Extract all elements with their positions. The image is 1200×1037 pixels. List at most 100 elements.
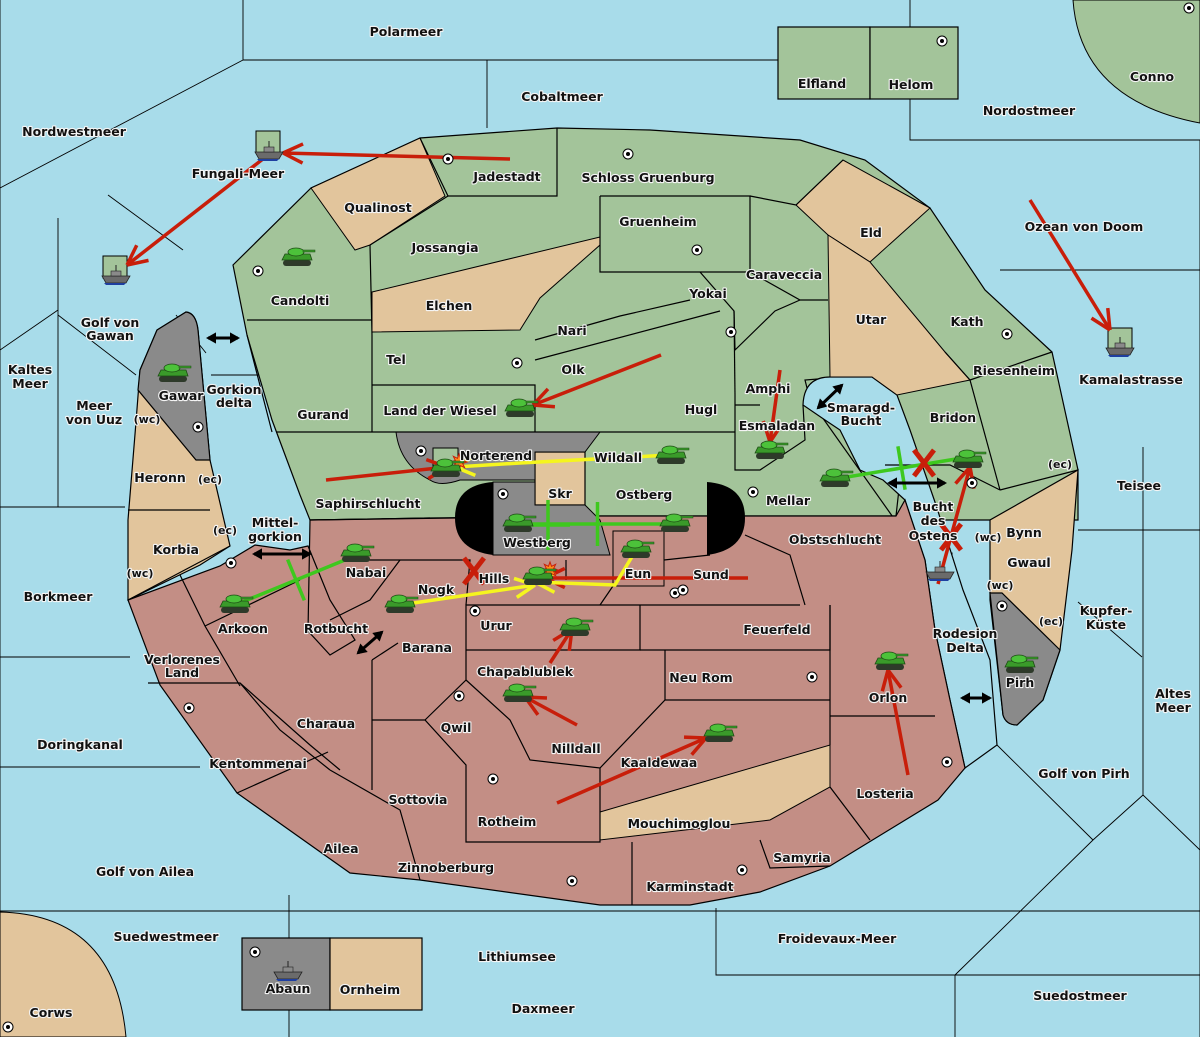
- ship-icon[interactable]: [925, 561, 955, 581]
- sea-label-gorkion-delta-1: Gorkion: [206, 382, 261, 397]
- sea-label-suedwestmeer: Suedwestmeer: [114, 929, 220, 944]
- move-order-arrow: [880, 668, 910, 776]
- convoy-support-line: [526, 500, 570, 550]
- supply-center-icon: [747, 486, 759, 498]
- supply-center-icon: [415, 445, 427, 457]
- sea-label-mittelgorkion-1: Mittel-: [252, 515, 299, 530]
- territory-label-esmaladan: Esmaladan: [739, 418, 815, 433]
- territory-label-gurand: Gurand: [297, 407, 349, 422]
- labels-layer: PolarmeerCobaltmeerNordwestmeerNordostme…: [7, 23, 1193, 1021]
- adjacency-double-arrow-icon: [887, 477, 947, 489]
- territory-label-hugl: Hugl: [685, 402, 718, 417]
- supply-center-icon: [936, 35, 948, 47]
- supply-center-icon: [622, 148, 634, 160]
- tank-icon[interactable]: [620, 539, 655, 558]
- territory-label-hills: Hills: [479, 571, 510, 586]
- territory-label-bridon: Bridon: [930, 410, 976, 425]
- tank-icon[interactable]: [219, 594, 254, 613]
- move-order-arrow: [556, 735, 708, 805]
- supply-center-icon: [511, 357, 523, 369]
- territory-label-amphi: Amphi: [746, 381, 791, 396]
- failed-order-x-icon: [939, 522, 963, 552]
- territory-elfland[interactable]: [777, 26, 871, 100]
- territory-qualinost[interactable]: [310, 137, 446, 251]
- ship-icon[interactable]: [1105, 337, 1135, 357]
- territory-label-mellar: Mellar: [766, 493, 811, 508]
- internal-borders-north: [246, 128, 1079, 521]
- sea-label-golf-von-ailea: Golf von Ailea: [96, 864, 194, 879]
- tank-icon[interactable]: [655, 445, 690, 464]
- territory-corws[interactable]: [0, 911, 127, 1037]
- territory-label-land-der-wiesel: Land der Wiesel: [383, 403, 496, 418]
- sea-label-froidevaux-meer: Froidevaux-Meer: [778, 931, 897, 946]
- territory-label-olk: Olk: [561, 362, 585, 377]
- tank-icon[interactable]: [703, 723, 738, 742]
- tank-icon[interactable]: [157, 363, 192, 382]
- tank-icon[interactable]: [1004, 654, 1039, 673]
- tank-icon[interactable]: [384, 594, 419, 613]
- sea-label-doringkanal: Doringkanal: [37, 737, 123, 752]
- sea-label-golf-von-gawan-2: Gawan: [86, 328, 134, 343]
- territory-label-jadestadt: Jadestadt: [472, 169, 540, 184]
- territory-label-norterend: Norterend: [460, 448, 532, 463]
- ship-icon[interactable]: [273, 961, 303, 981]
- territory-utar[interactable]: [827, 234, 971, 396]
- adjacency-double-arrow-icon: [206, 332, 240, 344]
- territory-conno[interactable]: [1072, 0, 1200, 124]
- sea-label-rodesion-delta-2: Delta: [946, 640, 984, 655]
- supply-center-icon: [487, 773, 499, 785]
- supply-center-icon: [249, 946, 261, 958]
- failed-order-x-icon: [462, 556, 486, 586]
- territory-label-mouchimoglou: Mouchimoglou: [628, 816, 731, 831]
- territory-label-riesenheim: Riesenheim: [973, 363, 1055, 378]
- ship-icon[interactable]: [101, 265, 131, 285]
- coast-label-bynn-wc: (wc): [975, 531, 1002, 544]
- territory-label-kentommenai: Kentommenai: [209, 756, 307, 771]
- territory-gawar[interactable]: [137, 311, 211, 461]
- tank-icon[interactable]: [819, 468, 854, 487]
- adjacency-double-arrow-icon: [356, 630, 384, 655]
- adjacency-double-arrow-icon: [960, 692, 992, 704]
- territory-label-chapablublek: Chapablublek: [477, 664, 574, 679]
- tank-icon[interactable]: [281, 247, 316, 266]
- sea-label-borkmeer: Borkmeer: [24, 589, 94, 604]
- tank-icon[interactable]: [559, 617, 594, 636]
- territory-westberg[interactable]: [492, 481, 611, 556]
- territory-label-abaun: Abaun: [266, 981, 311, 996]
- tank-icon[interactable]: [502, 683, 537, 702]
- sea-label-bucht-des-ostens-1: Bucht: [913, 499, 954, 514]
- supply-center-icon: [453, 690, 465, 702]
- sea-label-suedostmeer: Suedostmeer: [1033, 988, 1127, 1003]
- territory-label-urur: Urur: [480, 618, 512, 633]
- tank-icon[interactable]: [340, 543, 375, 562]
- tank-icon[interactable]: [430, 458, 465, 477]
- supply-center-icon: [1183, 2, 1195, 14]
- territory-label-heronn: Heronn: [134, 470, 186, 485]
- supply-center-icon: [736, 864, 748, 876]
- tunnel-west: [455, 482, 493, 555]
- territory-label-westberg: Westberg: [503, 535, 571, 550]
- territory-label-sund: Sund: [693, 567, 729, 582]
- territory-label-pirh: Pirh: [1006, 675, 1035, 690]
- sea-label-kaltes-meer-1: Kaltes: [8, 362, 52, 377]
- tank-icon[interactable]: [754, 440, 789, 459]
- supply-center-icon: [183, 702, 195, 714]
- coast-label-pirh-ec: (ec): [1039, 615, 1063, 628]
- tank-icon[interactable]: [874, 651, 909, 670]
- tank-icon[interactable]: [502, 513, 537, 532]
- sea-label-smaragd-bucht-1: Smaragd-: [827, 400, 895, 415]
- tank-icon[interactable]: [504, 398, 539, 417]
- tank-icon[interactable]: [522, 566, 557, 585]
- territory-label-korbia: Korbia: [153, 542, 199, 557]
- coast-label-bynn-ec: (ec): [1048, 458, 1072, 471]
- territory-label-conno: Conno: [1130, 69, 1175, 84]
- tank-icon[interactable]: [952, 449, 987, 468]
- coast-label-gawar-wc: (wc): [134, 413, 161, 426]
- tank-icon[interactable]: [659, 513, 694, 532]
- sea-label-meer-von-uuz-2: von Uuz: [66, 412, 122, 427]
- territory-ornheim[interactable]: [329, 937, 423, 1011]
- sea-label-kupfer-kueste-2: Küste: [1086, 617, 1126, 632]
- ship-icon[interactable]: [254, 141, 284, 161]
- coast-label-korbia-wc: (wc): [127, 567, 154, 580]
